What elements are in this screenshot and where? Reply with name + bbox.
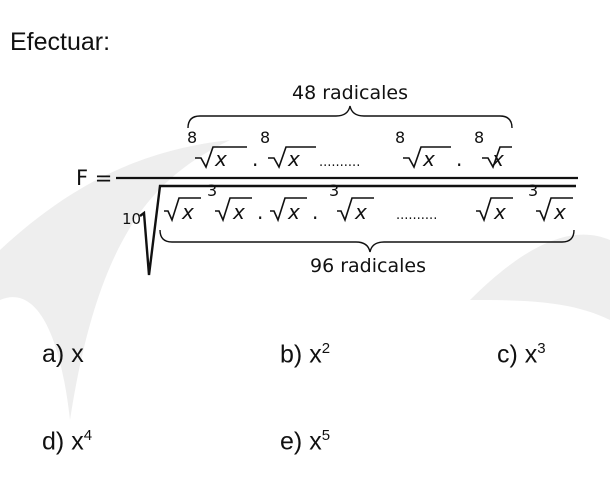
svg-text:.: . [312,200,318,224]
svg-text:..........: .......... [319,155,360,170]
svg-text:3: 3 [528,181,538,200]
svg-text:8: 8 [187,128,197,147]
svg-text:3: 3 [329,181,339,200]
svg-text:x: x [287,147,300,171]
numerator: 8 x . 8 x .......... 8 x . 8 x [187,128,512,171]
option-d[interactable]: d) x4 [42,427,93,456]
option-e[interactable]: e) x5 [280,427,331,456]
svg-text:x: x [287,200,300,224]
svg-text:..........: .......... [396,208,437,223]
svg-text:3: 3 [207,181,217,200]
svg-text:.: . [257,200,263,224]
svg-text:x: x [181,200,194,224]
svg-text:8: 8 [474,128,484,147]
svg-text:.: . [456,147,462,171]
svg-text:x: x [214,147,227,171]
svg-text:8: 8 [395,128,405,147]
top-brace-label: 48 radicales [292,82,408,104]
outer-radical [139,184,576,276]
formula-lhs: F = [76,166,112,190]
svg-text:x: x [232,200,245,224]
svg-text:.: . [252,147,258,171]
svg-text:x: x [553,200,566,224]
bottom-brace-label: 96 radicales [310,255,426,277]
option-a[interactable]: a) x [42,340,84,368]
top-brace [187,105,513,129]
svg-text:x: x [491,147,504,171]
svg-text:x: x [354,200,367,224]
svg-text:x: x [493,200,506,224]
svg-text:x: x [422,147,435,171]
exercise-heading: Efectuar: [10,28,111,56]
option-c[interactable]: c) x3 [497,340,546,369]
denominator-terms: x 3 x . x . 3 x .......... x 3 x [164,181,573,224]
svg-text:8: 8 [260,128,270,147]
svg-text:10: 10 [122,210,141,228]
option-b[interactable]: b) x2 [280,340,331,369]
formula: 48 radicales 8 x . 8 x .......... 8 x . … [76,82,578,277]
bottom-brace [159,229,575,253]
